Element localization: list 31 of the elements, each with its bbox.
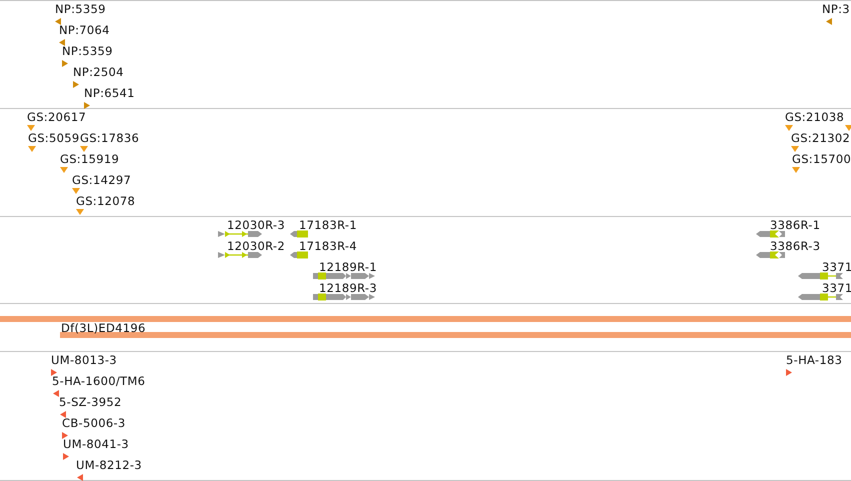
feature-label: 12189R-1	[319, 260, 377, 274]
feature-label: Df(3L)ED4196	[61, 321, 146, 335]
feature-label: 3386R-1	[770, 218, 820, 232]
feature-label: 5-SZ-3952	[59, 395, 122, 409]
feature-label: UM-8013-3	[51, 353, 117, 367]
feature-label: 5-HA-1600/TM6	[52, 374, 146, 388]
feature-label: NP:7064	[59, 23, 110, 37]
feature-label: 3386R-3	[770, 239, 820, 253]
feature-label: GS:21038	[785, 110, 844, 124]
feature-label: GS:5059	[28, 131, 80, 145]
feature-label: NP:5359	[55, 2, 106, 16]
feature-label: 12189R-3	[319, 281, 377, 295]
feature-label: 12030R-3	[227, 218, 285, 232]
feature-label: GS:15700	[792, 152, 851, 166]
feature-label: NP:3	[822, 2, 850, 16]
feature-label: UM-8212-3	[76, 458, 142, 472]
feature-label: 17183R-1	[299, 218, 357, 232]
feature-label: CB-5006-3	[62, 416, 126, 430]
feature-label: GS:21302	[791, 131, 850, 145]
feature-label: GS:12078	[76, 194, 136, 208]
feature-label: 17183R-4	[299, 239, 357, 253]
feature-label: NP:2504	[73, 65, 124, 79]
feature-label: NP:5359	[62, 44, 113, 58]
feature-label: GS:20617	[27, 110, 86, 124]
feature-label: NP:6541	[84, 86, 135, 100]
feature-label: 12030R-2	[227, 239, 285, 253]
feature-label: GS:15919	[60, 152, 120, 166]
feature-label: GS:17836	[80, 131, 140, 145]
feature-label: 5-HA-183	[786, 353, 842, 367]
feature-label: GS:14297	[72, 173, 132, 187]
feature-label: UM-8041-3	[63, 437, 129, 451]
